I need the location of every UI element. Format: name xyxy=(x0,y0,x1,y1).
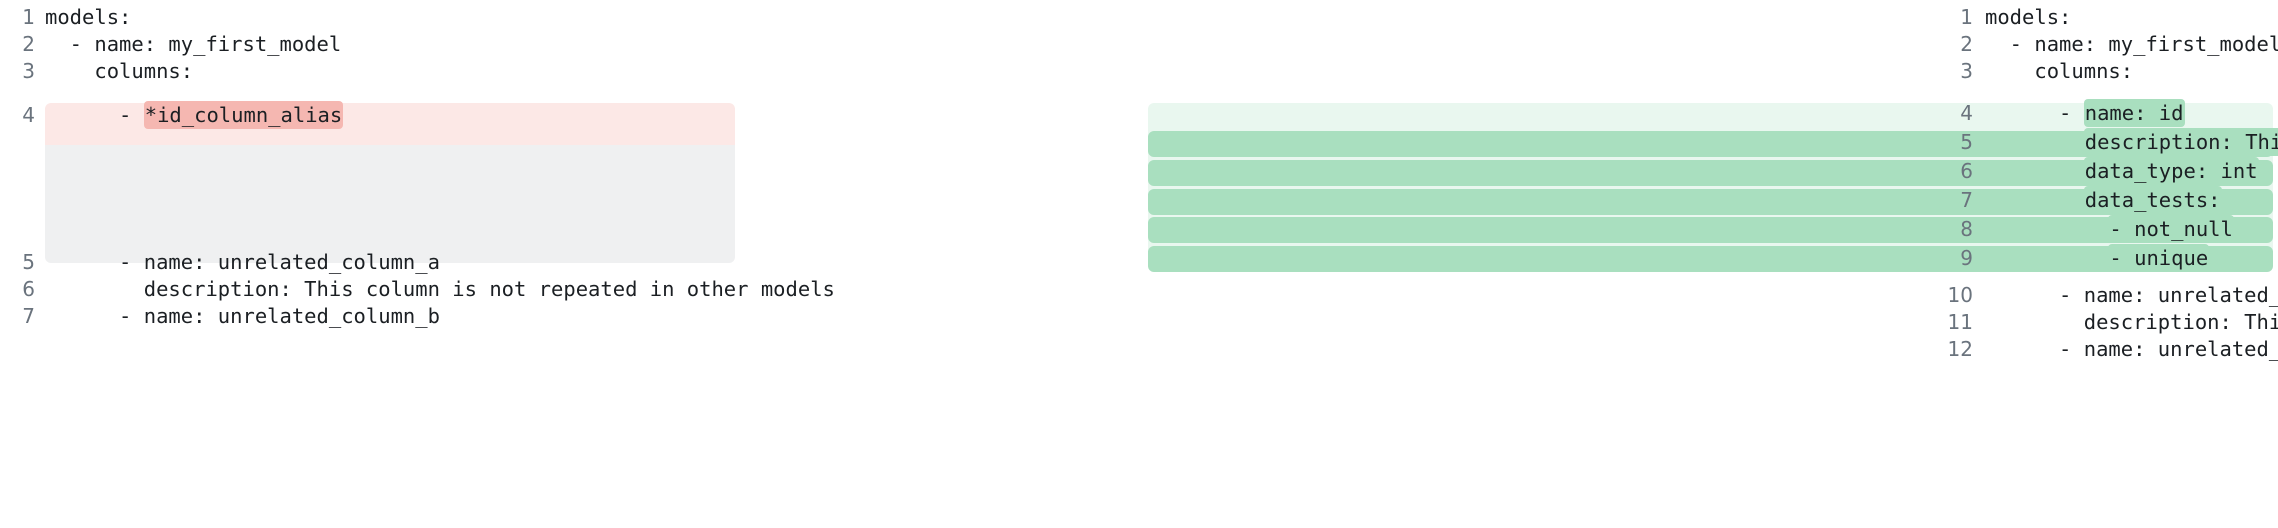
line-number: 12 xyxy=(1947,337,1973,361)
line-content: - name: unrelated_column_a xyxy=(45,250,440,274)
line-number: 9 xyxy=(1960,246,1973,270)
line-content: description: This is a unique identifier… xyxy=(1985,128,2278,157)
line-indent xyxy=(1985,246,2108,270)
code-line[interactable]: 3 columns: xyxy=(1140,58,2278,85)
line-indent xyxy=(1985,159,2084,183)
code-line-filler xyxy=(0,131,1139,158)
code-line-spacer xyxy=(1140,273,2278,282)
code-line-spacer xyxy=(0,85,1139,99)
line-number: 3 xyxy=(1960,59,1973,83)
line-number: 7 xyxy=(1960,188,1973,212)
code-line[interactable]: 1 models: xyxy=(0,4,1139,31)
code-line[interactable]: 7 - name: unrelated_column_b xyxy=(0,303,1139,330)
line-indent: - xyxy=(45,103,144,127)
added-word: data_type: int xyxy=(2083,157,2259,185)
code-line[interactable]: 2 - name: my_first_model xyxy=(0,31,1139,58)
line-number: 4 xyxy=(22,103,35,127)
code-line[interactable]: 11 description: This column is not repea… xyxy=(1140,309,2278,336)
line-indent: - xyxy=(1985,101,2084,125)
code-line-filler xyxy=(0,158,1139,185)
code-line[interactable]: 1 models: xyxy=(1140,4,2278,31)
diff-pane-before: 1 models: 2 - name: my_first_model 3 col… xyxy=(0,0,1139,330)
code-line[interactable]: 6 description: This column is not repeat… xyxy=(0,276,1139,303)
line-content: description: This column is not repeated… xyxy=(45,277,835,301)
added-word: name: id xyxy=(2083,99,2185,127)
line-content: - name: my_first_model xyxy=(45,32,342,56)
line-content: - name: id xyxy=(1985,99,2278,128)
code-line-added[interactable]: 6 data_type: int xyxy=(1140,157,2278,186)
added-word: - unique xyxy=(2108,244,2210,272)
line-number: 10 xyxy=(1947,283,1973,307)
line-content: - name: my_first_model xyxy=(1985,32,2278,56)
code-line-spacer xyxy=(1140,85,2278,99)
line-content: columns: xyxy=(1985,59,2134,83)
code-line[interactable]: 5 - name: unrelated_column_a xyxy=(0,249,1139,276)
code-lines-before: 1 models: 2 - name: my_first_model 3 col… xyxy=(0,0,1139,330)
added-word: data_tests: xyxy=(2083,186,2222,214)
line-number: 5 xyxy=(22,250,35,274)
line-indent xyxy=(1985,130,2084,154)
deleted-word: *id_column_alias xyxy=(143,101,344,129)
code-line-filler xyxy=(0,185,1139,212)
line-number: 2 xyxy=(22,32,35,56)
line-content: data_type: int xyxy=(1985,157,2278,186)
line-content: data_tests: xyxy=(1985,186,2278,215)
line-content: - not_null xyxy=(1985,215,2278,244)
line-number: 5 xyxy=(1960,130,1973,154)
code-line-added[interactable]: 8 - not_null xyxy=(1140,215,2278,244)
line-number: 6 xyxy=(22,277,35,301)
line-number: 8 xyxy=(1960,217,1973,241)
code-line[interactable]: 3 columns: xyxy=(0,58,1139,85)
code-line[interactable]: 10 - name: unrelated_column_a xyxy=(1140,282,2278,309)
line-content: - name: unrelated_column_b xyxy=(2059,337,2278,361)
added-word: description: This is a unique identifier… xyxy=(2083,128,2278,156)
line-content: - unique xyxy=(1985,244,2278,273)
code-line-added[interactable]: 4 - name: id xyxy=(1140,99,2278,128)
code-lines-after: 1 models: 2 - name: my_first_model 3 col… xyxy=(1140,0,2278,363)
line-number: 4 xyxy=(1960,101,1973,125)
code-line-filler xyxy=(0,212,1139,249)
code-line-added[interactable]: 5 description: This is a unique identifi… xyxy=(1140,128,2278,157)
code-line-added[interactable]: 7 data_tests: xyxy=(1140,186,2278,215)
diff-pane-after: 1 models: 2 - name: my_first_model 3 col… xyxy=(1139,0,2278,528)
code-line-added[interactable]: 9 - unique xyxy=(1140,244,2278,273)
line-content: - name: unrelated_column_b xyxy=(45,304,440,328)
line-indent xyxy=(1985,217,2108,241)
line-number: 6 xyxy=(1960,159,1973,183)
line-number: 11 xyxy=(1947,310,1973,334)
line-content: models: xyxy=(1985,5,2072,29)
line-content: columns: xyxy=(45,59,194,83)
code-line[interactable]: 2 - name: my_first_model xyxy=(1140,31,2278,58)
line-content: description: This column is not repeated… xyxy=(2083,310,2278,334)
line-number: 3 xyxy=(22,59,35,83)
code-line-deleted[interactable]: 4 - *id_column_alias xyxy=(0,99,1139,131)
line-content: models: xyxy=(45,5,132,29)
line-indent xyxy=(1985,188,2084,212)
line-content: - *id_column_alias xyxy=(45,99,1139,131)
code-line[interactable]: 12 - name: unrelated_column_b xyxy=(1140,336,2278,363)
line-content: - name: unrelated_column_a xyxy=(2059,283,2278,307)
added-word: - not_null xyxy=(2108,215,2234,243)
line-number: 2 xyxy=(1960,32,1973,56)
line-number: 1 xyxy=(1960,5,1973,29)
line-number: 1 xyxy=(22,5,35,29)
line-number: 7 xyxy=(22,304,35,328)
